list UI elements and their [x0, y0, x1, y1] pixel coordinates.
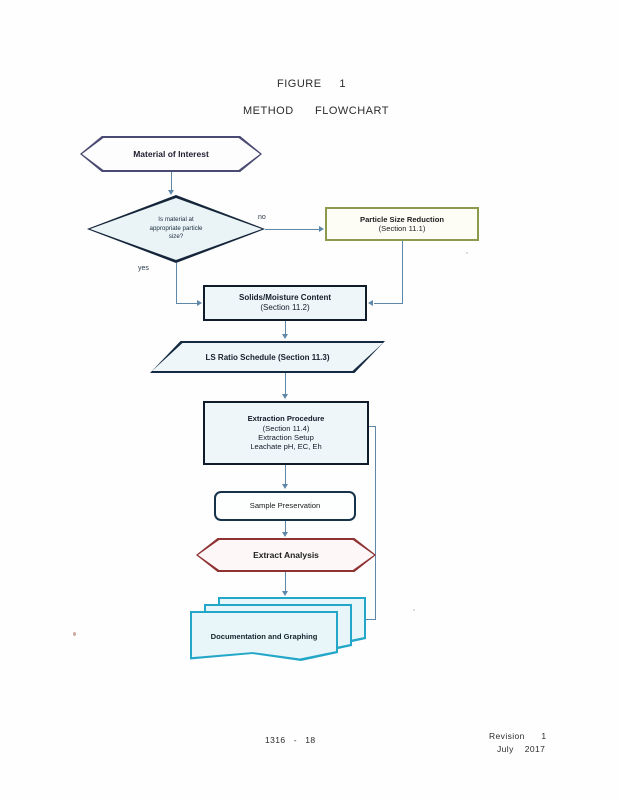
- parallelogram-fill: [152, 343, 383, 371]
- branch-label-no: no: [258, 214, 266, 221]
- method-flowchart-title: METHOD FLOWCHART: [243, 105, 389, 117]
- particle-size-line-1: Particle Size Reduction: [360, 214, 444, 224]
- connector-extract-to-docs: [285, 572, 286, 592]
- node-documentation-and-graphing: Documentation and Graphing: [190, 597, 380, 661]
- connector-material-to-decision: [171, 172, 172, 191]
- footer-document-number: 1316 - 18: [265, 735, 316, 745]
- node-label-material-of-interest: Material of Interest: [133, 149, 209, 159]
- arrowhead-down-sample: [282, 484, 288, 489]
- extraction-line-1: Extraction Procedure: [247, 414, 325, 424]
- decision-line-2: appropriate particle: [149, 224, 203, 232]
- arrowhead-right-solids-left: [197, 299, 202, 306]
- connector-extraction-feedback-in: [361, 619, 376, 620]
- scan-speck: [466, 252, 468, 254]
- connector-yes-right: [176, 303, 198, 304]
- connector-extraction-to-sample: [285, 465, 286, 485]
- particle-size-line-2: (Section 11.1): [378, 224, 426, 233]
- figure-title: FIGURE 1: [277, 78, 346, 90]
- connector-extraction-feedback-out: [369, 426, 376, 427]
- scan-speck: [73, 632, 76, 636]
- arrowhead-down-decision: [168, 190, 174, 195]
- connector-no-branch: [265, 229, 320, 230]
- connector-sample-to-extract: [285, 521, 286, 533]
- node-solids-moisture-content: Solids/Moisture Content (Section 11.2): [203, 285, 367, 321]
- hexagon-fill: [82, 138, 260, 170]
- extraction-line-4: Leachate pH, EC, Eh: [250, 442, 322, 452]
- connector-particle-left: [374, 303, 403, 304]
- document-fill-front: [192, 613, 336, 659]
- arrowhead-down-ls: [282, 334, 288, 339]
- node-particle-size-reduction: Particle Size Reduction (Section 11.1): [325, 207, 479, 241]
- connector-yes-down: [176, 263, 177, 303]
- arrowhead-down-extract: [282, 532, 288, 537]
- node-material-of-interest: Material of Interest: [80, 136, 262, 172]
- sample-preservation-label: Sample Preservation: [249, 501, 321, 511]
- decision-line-3: size?: [168, 233, 184, 241]
- node-label-particle-size-decision: Is material at appropriate particle size…: [87, 195, 265, 263]
- node-ls-ratio-schedule: LS Ratio Schedule (Section 11.3): [150, 341, 385, 373]
- scan-speck: [413, 609, 415, 611]
- node-sample-preservation: Sample Preservation: [214, 491, 356, 521]
- arrowhead-down-extraction: [282, 394, 288, 399]
- footer-revision: Revision 1: [489, 731, 547, 741]
- arrowhead-right-particle-size: [319, 225, 324, 232]
- arrowhead-down-docs: [282, 591, 288, 596]
- branch-label-yes: yes: [138, 265, 149, 272]
- node-extract-analysis: Extract Analysis: [196, 538, 376, 572]
- node-extraction-procedure: Extraction Procedure (Section 11.4) Extr…: [203, 401, 369, 465]
- decision-line-1: Is material at: [158, 215, 194, 223]
- node-particle-size-decision: Is material at appropriate particle size…: [87, 195, 265, 263]
- connector-particle-down: [402, 241, 403, 303]
- connector-extraction-feedback-down: [375, 426, 376, 619]
- connector-ls-to-extraction: [285, 373, 286, 395]
- node-label-documentation-and-graphing: Documentation and Graphing: [210, 631, 318, 641]
- connector-solids-to-ls: [285, 321, 286, 335]
- extraction-line-3: Extraction Setup: [258, 433, 314, 442]
- solids-line-1: Solids/Moisture Content: [239, 293, 331, 302]
- extraction-line-2: (Section 11.4): [262, 423, 310, 433]
- arrowhead-left-solids-right: [368, 299, 373, 306]
- footer-date: July 2017: [497, 744, 546, 754]
- solids-line-2: (Section 11.2): [260, 303, 310, 312]
- node-label-ls-ratio-schedule: LS Ratio Schedule (Section 11.3): [205, 352, 330, 362]
- hexagon-fill-extract: [198, 540, 374, 570]
- node-label-extract-analysis: Extract Analysis: [253, 550, 319, 560]
- document-sheet-front: [190, 611, 338, 661]
